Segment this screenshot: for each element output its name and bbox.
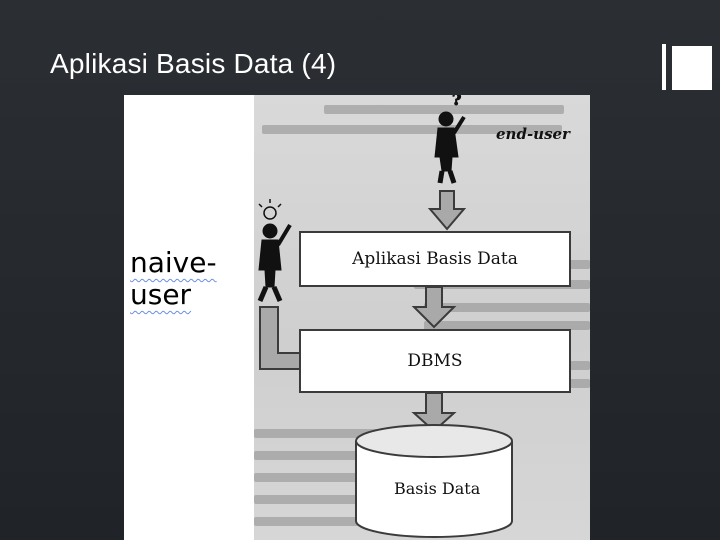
database-cylinder-icon: [355, 424, 513, 538]
bleed-text-line: [254, 451, 404, 460]
end-user-figure-icon: ?: [434, 95, 466, 184]
naive-user-label-line1: naive-: [130, 246, 217, 279]
accent-thick-bar: [672, 46, 712, 90]
bleed-text-line: [262, 125, 562, 134]
bleed-text-line: [424, 303, 590, 312]
title-accent-bar: [662, 44, 712, 90]
arrow-down-1: [427, 190, 467, 231]
bleed-text-line: [254, 495, 394, 504]
question-mark-icon: ?: [452, 95, 461, 109]
bleed-text-line: [424, 321, 590, 330]
naive-user-figure-icon: [257, 199, 292, 302]
diagram-shapes: ?: [257, 95, 513, 538]
slide-title: Aplikasi Basis Data (4): [50, 48, 337, 79]
aplikasi-basis-data-box: Aplikasi Basis Data: [299, 231, 571, 287]
scanned-diagram-image: ?: [124, 95, 590, 540]
bleed-text-line: [254, 429, 404, 438]
accent-thin-bar: [662, 44, 666, 90]
dbms-box: DBMS: [299, 329, 571, 393]
bleed-text-line: [324, 105, 564, 114]
arrow-down-2: [411, 286, 457, 329]
bleed-text-line: [254, 517, 364, 526]
lightbulb-icon: [258, 199, 282, 220]
arrow-down-3: [411, 392, 457, 433]
bleed-text-line: [254, 473, 374, 482]
basis-data-label: Basis Data: [394, 479, 481, 498]
end-user-label: end-user: [496, 125, 570, 143]
naive-user-label: naive- user: [130, 247, 217, 311]
naive-user-label-line2: user: [130, 278, 192, 311]
